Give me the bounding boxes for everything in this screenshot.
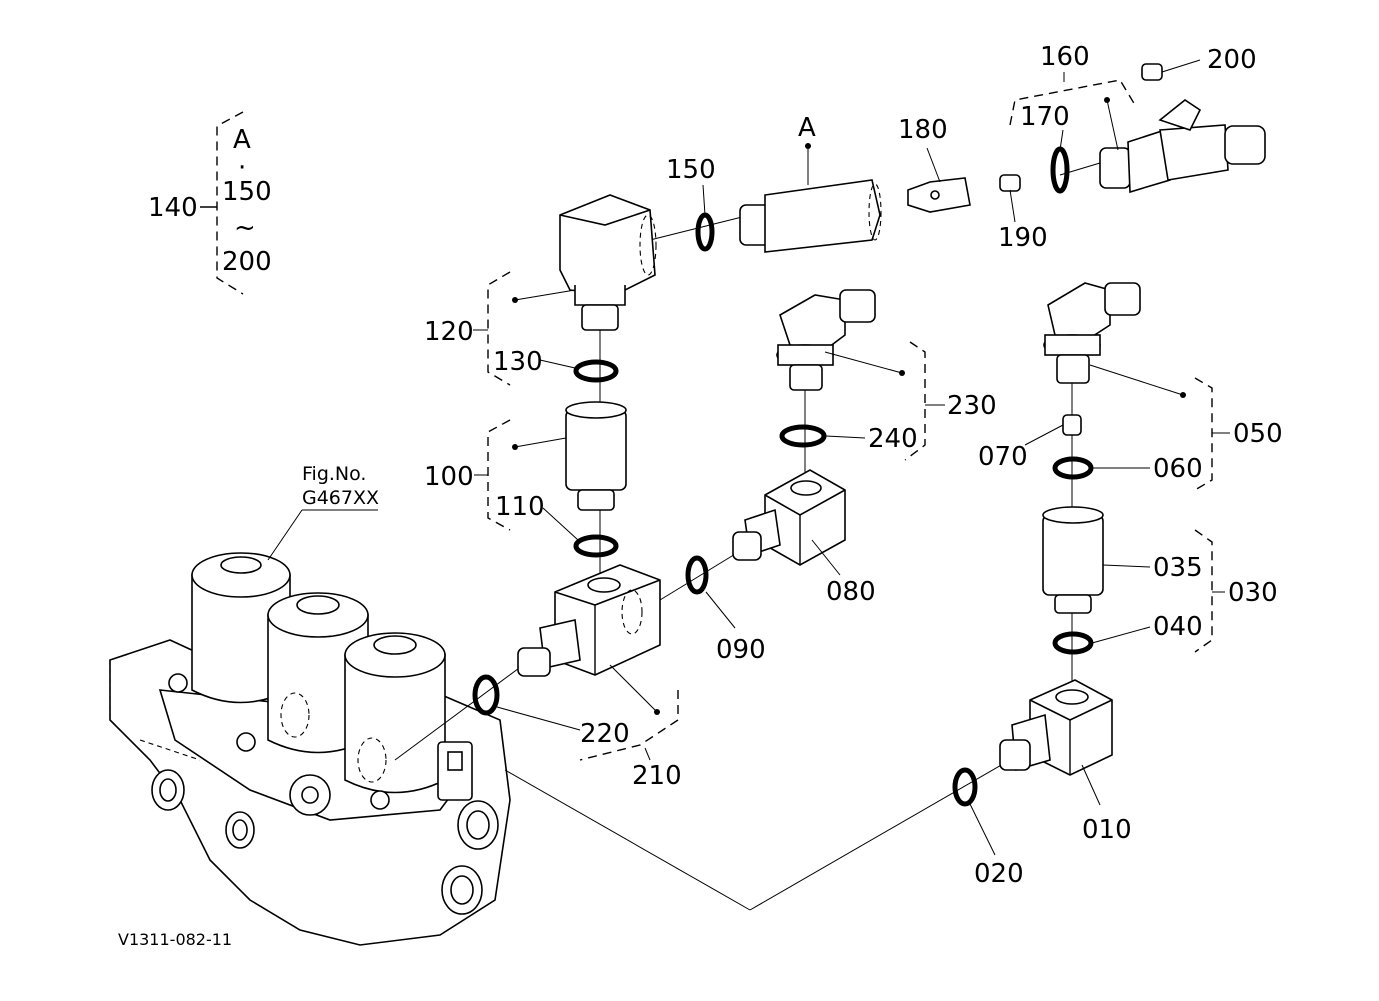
o-ring-150 bbox=[695, 212, 715, 252]
o-ring-220 bbox=[472, 674, 500, 716]
bracket-230 bbox=[904, 341, 926, 461]
o-ring-130 bbox=[573, 359, 619, 383]
block-080 bbox=[732, 469, 846, 566]
callout-030: 030 bbox=[1228, 578, 1278, 608]
fig-no-label: Fig.No. bbox=[302, 463, 366, 485]
callout-080: 080 bbox=[826, 577, 876, 607]
adapter-100 bbox=[565, 401, 627, 511]
callout-010: 010 bbox=[1082, 815, 1132, 845]
callout-210: 210 bbox=[632, 761, 682, 791]
solenoid-valve-block bbox=[109, 552, 511, 946]
callout-190: 190 bbox=[998, 223, 1048, 253]
legend-a: A bbox=[233, 125, 251, 155]
callout-150: 150 bbox=[666, 155, 716, 185]
leader-lines bbox=[473, 72, 1230, 856]
o-ring-020 bbox=[952, 767, 978, 807]
bracket-120 bbox=[487, 271, 511, 386]
tee-fitting-160 bbox=[1099, 99, 1266, 194]
bracket-210 bbox=[579, 690, 679, 761]
drawing-code: V1311-082-11 bbox=[118, 930, 232, 949]
legend-150: 150 bbox=[222, 177, 272, 207]
callout-035: 035 bbox=[1153, 553, 1203, 583]
callout-050: 050 bbox=[1233, 419, 1283, 449]
elbow-fitting-120 bbox=[559, 194, 657, 331]
legend-dot: · bbox=[238, 153, 246, 183]
callout-120: 120 bbox=[424, 317, 474, 347]
filter-body-a bbox=[739, 143, 882, 253]
callout-100: 100 bbox=[424, 462, 474, 492]
legend-200: 200 bbox=[222, 247, 272, 277]
o-ring-040 bbox=[1052, 631, 1094, 655]
elbow-fitting-230 bbox=[776, 289, 876, 391]
callout-240: 240 bbox=[868, 424, 918, 454]
block-010 bbox=[999, 679, 1113, 776]
callout-a: A bbox=[798, 113, 816, 143]
o-ring-090 bbox=[685, 555, 709, 595]
callout-110: 110 bbox=[495, 492, 545, 522]
legend-group-140: 140 A · 150 ~ 200 bbox=[148, 111, 272, 295]
plug-070 bbox=[1062, 414, 1082, 436]
fig-no-value: G467XX bbox=[302, 487, 379, 509]
callout-070: 070 bbox=[978, 442, 1028, 472]
callout-200: 200 bbox=[1207, 45, 1257, 75]
callout-230: 230 bbox=[947, 391, 997, 421]
callout-020: 020 bbox=[974, 859, 1024, 889]
adapter-035 bbox=[1042, 506, 1104, 614]
o-ring-240 bbox=[779, 424, 827, 448]
o-ring-110 bbox=[573, 534, 619, 558]
callout-040: 040 bbox=[1153, 612, 1203, 642]
plug-190 bbox=[999, 174, 1021, 192]
block-210 bbox=[517, 564, 661, 677]
elbow-fitting-050 bbox=[1043, 282, 1141, 384]
check-valve-180 bbox=[907, 177, 971, 213]
callout-180: 180 bbox=[898, 115, 948, 145]
o-ring-170 bbox=[1050, 146, 1070, 194]
callout-060: 060 bbox=[1153, 454, 1203, 484]
o-ring-060 bbox=[1052, 456, 1094, 480]
fig-reference: Fig.No. G467XX bbox=[267, 463, 379, 561]
legend-tilde: ~ bbox=[234, 213, 256, 243]
callout-090: 090 bbox=[716, 635, 766, 665]
callout-130: 130 bbox=[493, 347, 543, 377]
callout-220: 220 bbox=[580, 719, 630, 749]
callout-140: 140 bbox=[148, 193, 198, 223]
callout-170: 170 bbox=[1020, 102, 1070, 132]
callout-160: 160 bbox=[1040, 42, 1090, 72]
plug-200 bbox=[1141, 63, 1163, 81]
bracket-050 bbox=[1194, 377, 1213, 491]
